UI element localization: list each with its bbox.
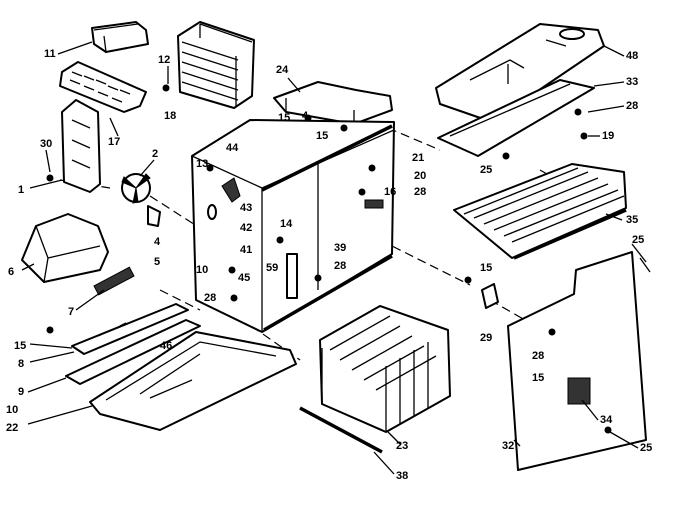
label-15-left: 15	[14, 340, 27, 352]
label-28-cabinet-lower: 28	[334, 260, 347, 272]
part-small-bin	[91, 21, 149, 53]
label-21: 21	[412, 152, 425, 164]
label-46: 46	[160, 340, 173, 352]
label-33: 33	[626, 76, 639, 88]
label-28-cabinet-left: 28	[204, 292, 217, 304]
part-grille	[59, 61, 147, 113]
label-45: 45	[238, 272, 251, 284]
label-5: 5	[154, 256, 161, 268]
label-6: 6	[8, 266, 15, 278]
label-8: 8	[18, 358, 25, 370]
label-1: 1	[18, 184, 25, 196]
label-17: 17	[108, 136, 121, 148]
label-2: 2	[152, 148, 159, 160]
label-14: 14	[280, 218, 293, 230]
label-11: 11	[44, 48, 56, 60]
part-rails	[65, 303, 201, 385]
label-38: 38	[396, 470, 409, 482]
label-10-rail: 10	[6, 404, 19, 416]
label-42: 42	[240, 222, 253, 234]
part-wire-rack	[177, 21, 255, 109]
label-4-fan: 4	[154, 236, 161, 248]
label-25-bottom: 25	[640, 442, 653, 454]
part-lower-tray	[437, 79, 595, 157]
label-25-shelf: 25	[632, 234, 645, 246]
label-41: 41	[240, 244, 253, 256]
label-15-panel: 15	[532, 372, 545, 384]
label-48: 48	[626, 50, 639, 62]
part-wire-shelf	[453, 163, 627, 260]
label-15-middle: 15	[480, 262, 493, 274]
label-7: 7	[68, 306, 75, 318]
label-19: 19	[602, 130, 615, 142]
label-34: 34	[600, 414, 613, 426]
label-30: 30	[40, 138, 53, 150]
part-side-panel	[61, 99, 161, 227]
label-32: 32	[502, 440, 515, 452]
label-13: 13	[196, 158, 209, 170]
label-18: 18	[164, 110, 177, 122]
fasteners	[46, 84, 612, 434]
label-29: 29	[480, 332, 493, 344]
label-15-cabinet-right: 15	[316, 130, 329, 142]
label-22: 22	[6, 422, 19, 434]
part-wire-basket	[299, 305, 451, 454]
label-4-cabinet-top: 4	[302, 110, 309, 122]
part-crisper	[21, 213, 135, 296]
label-25-right: 25	[480, 164, 493, 176]
label-59: 59	[266, 262, 279, 274]
label-15-cabinet-top: 15	[278, 112, 291, 124]
label-10-cabinet: 10	[196, 264, 209, 276]
label-28-cabinet-right: 28	[414, 186, 427, 198]
label-9: 9	[18, 386, 25, 398]
label-28-panel: 28	[532, 350, 545, 362]
part-cabinet	[191, 119, 395, 333]
part-drip-tray	[89, 331, 297, 431]
label-12: 12	[158, 54, 171, 66]
label-23: 23	[396, 440, 409, 452]
label-35: 35	[626, 214, 639, 226]
label-44: 44	[226, 142, 239, 154]
label-39: 39	[334, 242, 347, 254]
part-top-cover	[273, 81, 393, 125]
label-24: 24	[276, 64, 289, 76]
label-20: 20	[414, 170, 427, 182]
label-43: 43	[240, 202, 253, 214]
label-16: 16	[384, 186, 397, 198]
leader-lines	[21, 41, 647, 475]
part-back-panel	[481, 251, 651, 471]
label-28-top-right: 28	[626, 100, 639, 112]
